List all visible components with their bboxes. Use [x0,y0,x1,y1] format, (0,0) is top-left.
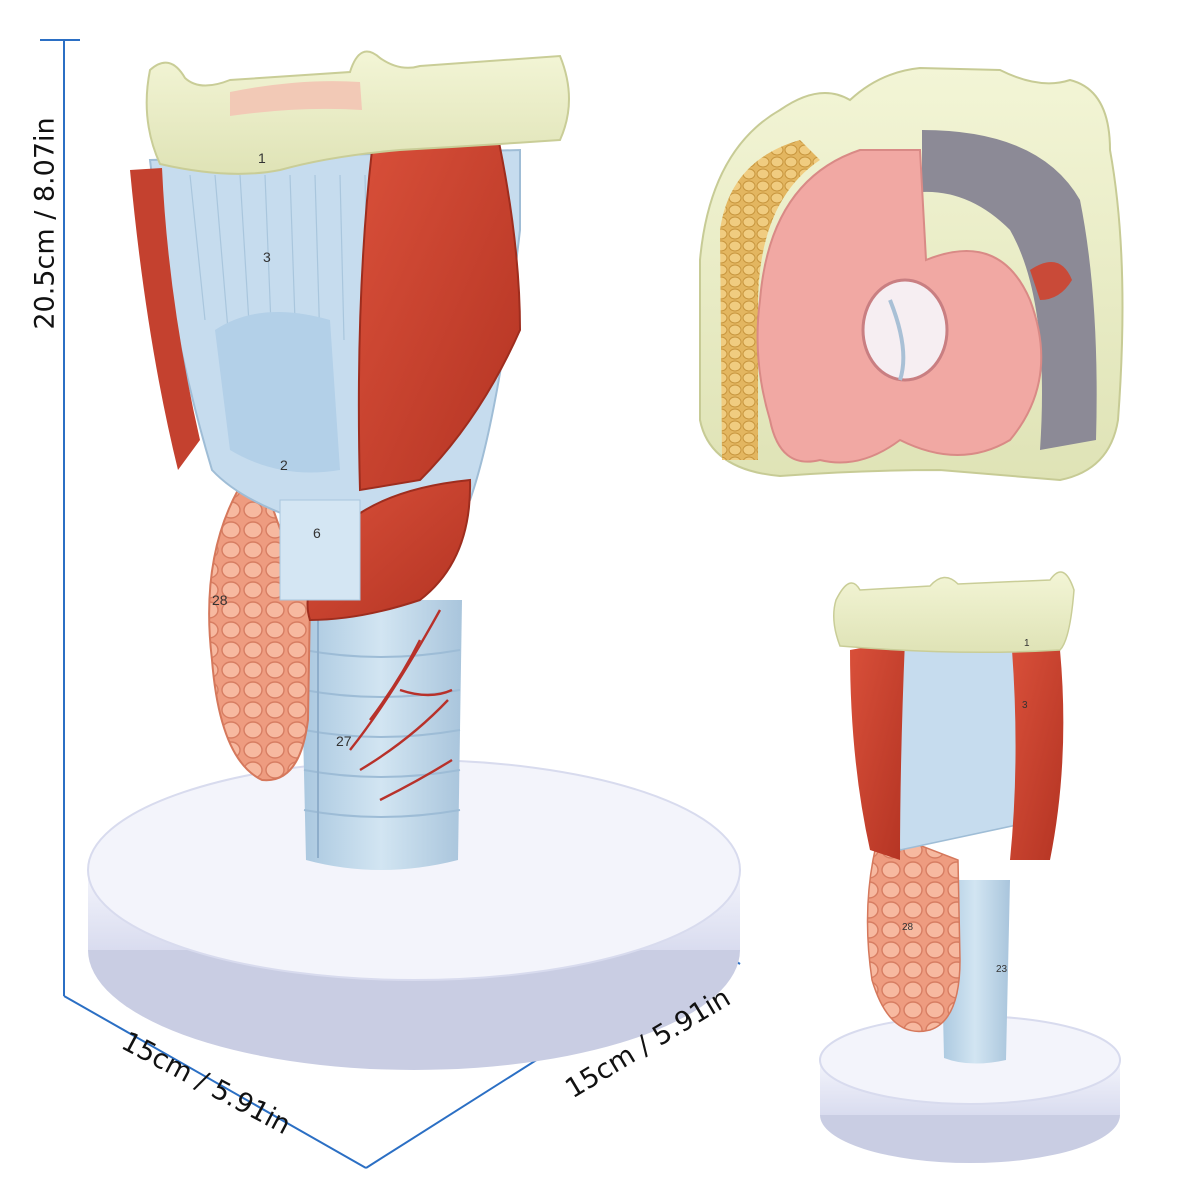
larynx-model-main: 1 3 2 6 28 27 [87,50,741,1070]
muscle-right [357,126,522,492]
label-27: 27 [336,733,352,749]
label-2: 2 [280,457,288,473]
small-label-23: 23 [996,964,1008,975]
display-base [87,759,741,1070]
fat-layer [720,140,820,460]
muscle-left [130,168,200,470]
height-dimension-label: 20.5cm / 8.07in [29,117,61,330]
label-3: 3 [263,249,271,265]
larynx-model-small: 1 3 28 23 [819,571,1121,1163]
label-1: 1 [258,150,266,166]
cricoid-cartilage [279,499,361,601]
small-label-1: 1 [1024,638,1030,649]
small-label-3: 3 [1022,700,1028,711]
inner-wall [922,130,1097,450]
hyoid-bone [145,50,570,175]
small-label-28: 28 [902,922,914,933]
larynx-cross-section [699,66,1124,482]
small-thyroid-gland [866,829,961,1033]
blood-vessels [349,609,453,802]
label-6: 6 [313,525,321,541]
label-28: 28 [212,592,228,608]
width-dimension-line-left [63,995,367,1169]
glottis-opening [861,278,949,382]
trachea [300,600,462,870]
vessel-cluster [1030,262,1072,300]
